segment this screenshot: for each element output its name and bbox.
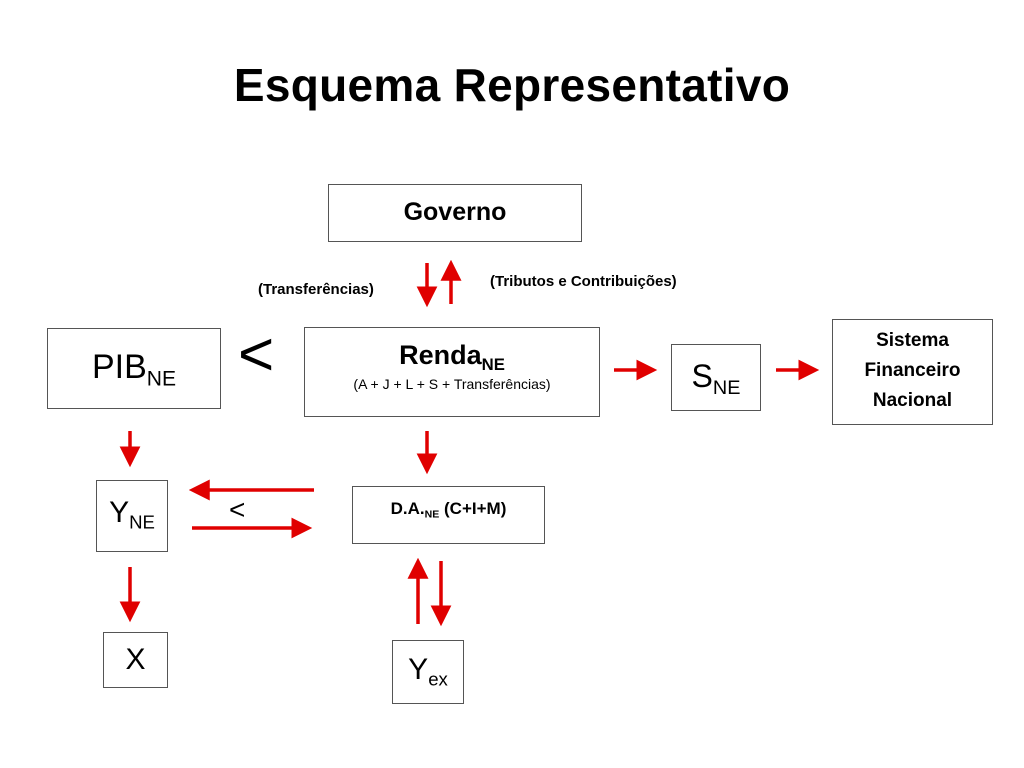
da-tail: (C+I+M) xyxy=(444,499,507,518)
renda-box: RendaNE (A + J + L + S + Transferências) xyxy=(304,327,600,417)
yne-box: YNE xyxy=(96,480,168,552)
da-box: D.A.NE (C+I+M) xyxy=(352,486,545,544)
pib-box: PIBNE xyxy=(47,328,221,409)
yne-label: Y xyxy=(109,496,130,529)
yex-box: Yex xyxy=(392,640,464,704)
transferencias-label: (Transferências) xyxy=(258,281,374,298)
renda-label: Renda xyxy=(399,340,482,370)
da-label: D.A. xyxy=(390,499,425,518)
page-title: Esquema Representativo xyxy=(233,59,791,111)
sne-box: SNE xyxy=(671,344,761,411)
sistema-financeiro-box: Sistema Financeiro Nacional xyxy=(832,319,993,425)
sistema-line-2: Financeiro xyxy=(864,360,961,381)
governo-label: Governo xyxy=(403,198,507,226)
small-less-than-symbol: < xyxy=(229,494,246,525)
x-box: X xyxy=(103,632,168,688)
yex-label: Y xyxy=(408,653,429,686)
pib-subscript: NE xyxy=(146,367,177,391)
yex-subscript: ex xyxy=(428,668,448,690)
sne-label: S xyxy=(691,358,713,394)
governo-box: Governo xyxy=(328,184,582,242)
pib-label: PIB xyxy=(91,348,147,386)
yne-subscript: NE xyxy=(129,511,155,533)
renda-subscript: NE xyxy=(481,354,505,374)
sistema-line-3: Nacional xyxy=(872,390,953,411)
less-than-symbol: < xyxy=(238,320,275,389)
sistema-line-1: Sistema xyxy=(876,330,949,351)
tributos-label: (Tributos e Contribuições) xyxy=(490,273,677,290)
x-label: X xyxy=(125,643,146,676)
da-subscript: NE xyxy=(424,508,440,521)
sne-subscript: NE xyxy=(712,376,741,399)
renda-detail: (A + J + L + S + Transferências) xyxy=(353,376,551,392)
